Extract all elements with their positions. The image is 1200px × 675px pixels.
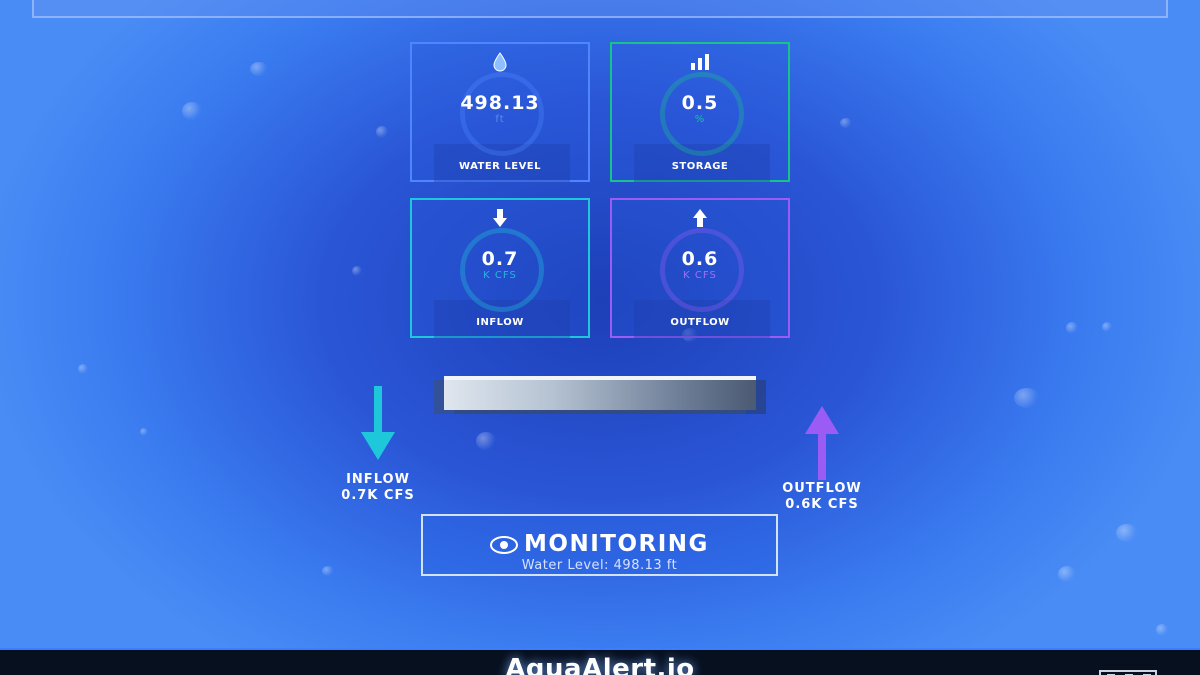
water-level-unit: ft xyxy=(495,114,505,125)
outflow-value: 0.6 xyxy=(681,248,719,270)
bubble xyxy=(1014,388,1040,408)
arrow-down-icon xyxy=(412,208,588,228)
bubble xyxy=(476,432,496,450)
bubble xyxy=(1156,624,1168,636)
storage-unit: % xyxy=(694,114,706,125)
inflow-value: 0.7 xyxy=(481,248,519,270)
water-level-value: 498.13 xyxy=(460,92,540,114)
outflow-flow-label: OUTFLOW 0.6K CFS xyxy=(762,481,882,513)
storage-label: STORAGE xyxy=(671,161,729,172)
inflow-flow-amount: 0.7K CFS xyxy=(341,488,415,503)
bubble xyxy=(1066,322,1078,334)
bar-chart-icon xyxy=(612,52,788,72)
grid-icon[interactable] xyxy=(1099,670,1157,675)
outflow-label: OUTFLOW xyxy=(670,317,730,328)
brand-name[interactable]: AquaAlert.io xyxy=(505,654,695,675)
bubble xyxy=(322,566,334,576)
bubble xyxy=(1058,566,1076,582)
gauge-ring xyxy=(460,228,544,312)
inflow-flow-label: INFLOW 0.7K CFS xyxy=(318,472,438,504)
outflow-flow-title: OUTFLOW xyxy=(782,481,862,496)
status-subtitle: Water Level: 498.13 ft xyxy=(521,558,678,573)
storage-value: 0.5 xyxy=(681,92,719,114)
bubble xyxy=(682,328,698,342)
status-title: MONITORING xyxy=(524,531,709,557)
gauge-ring xyxy=(660,228,744,312)
outflow-unit: K CFS xyxy=(683,270,717,281)
droplet-icon xyxy=(412,52,588,72)
water-level-card[interactable]: 498.13 ft WATER LEVEL xyxy=(410,42,590,182)
outflow-arrow-icon xyxy=(805,406,839,480)
inflow-label: INFLOW xyxy=(476,317,524,328)
status-title-row: MONITORING xyxy=(423,530,776,558)
inflow-arrow-icon xyxy=(361,386,395,460)
arrow-up-icon xyxy=(612,208,788,228)
dam-wall xyxy=(444,376,756,410)
bubble xyxy=(182,102,202,120)
gauge-ring xyxy=(660,72,744,156)
water-level-label: WATER LEVEL xyxy=(458,161,542,172)
inflow-flow-title: INFLOW xyxy=(346,472,410,487)
top-banner xyxy=(32,0,1168,18)
gauge-ring xyxy=(460,72,544,156)
bubble xyxy=(352,266,362,276)
inflow-unit: K CFS xyxy=(483,270,517,281)
footer: AquaAlert.io xyxy=(0,648,1200,675)
outflow-flow-amount: 0.6K CFS xyxy=(785,497,859,512)
eye-icon xyxy=(490,536,519,554)
bubble xyxy=(140,428,148,436)
outflow-card[interactable]: 0.6 K CFS OUTFLOW xyxy=(610,198,790,338)
bubble xyxy=(1116,524,1138,542)
bubble xyxy=(840,118,852,128)
bubble xyxy=(376,126,388,138)
status-panel: MONITORING Water Level: 498.13 ft xyxy=(421,514,778,576)
bubble xyxy=(78,364,88,374)
bubble xyxy=(1102,322,1112,332)
inflow-card[interactable]: 0.7 K CFS INFLOW xyxy=(410,198,590,338)
bubble xyxy=(250,62,268,76)
storage-card[interactable]: 0.5 % STORAGE xyxy=(610,42,790,182)
